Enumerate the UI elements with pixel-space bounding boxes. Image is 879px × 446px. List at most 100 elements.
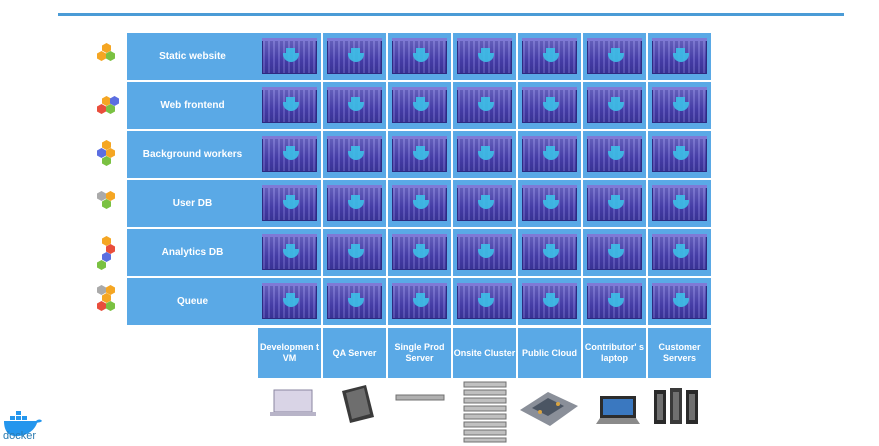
matrix-cell [518, 131, 581, 178]
shipping-container-icon [457, 234, 512, 270]
shipping-container-icon [652, 283, 707, 319]
row-label-user-db: User DB [127, 180, 258, 227]
matrix-row: Web frontend [127, 82, 711, 129]
shipping-container-icon [457, 136, 512, 172]
matrix-cell [388, 82, 451, 129]
matrix-cell [388, 278, 451, 325]
matrix-cell [648, 82, 711, 129]
shipping-container-icon [327, 185, 382, 221]
matrix-cell [648, 33, 711, 80]
shipping-container-icon [262, 38, 317, 74]
hexagon-cluster-icon [94, 236, 124, 270]
matrix-row: Static website [127, 33, 711, 80]
shipping-container-icon [262, 283, 317, 319]
matrix-cell [453, 229, 516, 276]
matrix-cell [258, 82, 321, 129]
shipping-container-icon [262, 136, 317, 172]
shipping-container-icon [652, 87, 707, 123]
matrix-cell [648, 278, 711, 325]
shipping-container-icon [457, 87, 512, 123]
shipping-container-icon [327, 283, 382, 319]
shipping-container-icon [327, 38, 382, 74]
matrix-cell [323, 33, 386, 80]
shipping-container-icon [587, 87, 642, 123]
laptop-icon [270, 389, 316, 416]
matrix-cell [583, 180, 646, 227]
matrix-cell [583, 229, 646, 276]
matrix-cell [388, 229, 451, 276]
matrix-cell [323, 278, 386, 325]
matrix-cell [323, 82, 386, 129]
matrix-cell [583, 33, 646, 80]
shipping-container-icon [652, 185, 707, 221]
shipping-container-icon [587, 136, 642, 172]
env-development-vm: Developmen t VM [258, 328, 321, 378]
top-rule [58, 13, 844, 16]
matrix-cell [453, 33, 516, 80]
shipping-container-icon [392, 185, 447, 221]
matrix-cell [518, 33, 581, 80]
shipping-container-icon [652, 38, 707, 74]
row-label-background-workers: Background workers [127, 131, 258, 178]
shipping-container-icon [392, 234, 447, 270]
matrix-row: Queue [127, 278, 711, 325]
shipping-container-icon [522, 87, 577, 123]
shipping-container-icon [587, 283, 642, 319]
env-public-cloud: Public Cloud [518, 328, 581, 378]
shipping-container-icon [522, 136, 577, 172]
matrix-cell [258, 278, 321, 325]
env-contributors-laptop: Contributor' s laptop [583, 328, 646, 378]
hexagon-cluster-icon [94, 140, 124, 174]
matrix-cell [453, 180, 516, 227]
env-customer-servers: Customer Servers [648, 328, 711, 378]
docker-logo-text: docker [3, 430, 37, 442]
env-single-prod-server: Single Prod Server [388, 328, 451, 378]
matrix-cell [583, 131, 646, 178]
matrix-cell [453, 131, 516, 178]
matrix-row: Analytics DB [127, 229, 711, 276]
motherboard-icon [520, 392, 578, 426]
env-qa-server: QA Server [323, 328, 386, 378]
docker-whale-icon [4, 411, 42, 437]
matrix-cell [583, 278, 646, 325]
matrix-cell [518, 278, 581, 325]
row-label-static-website: Static website [127, 33, 258, 80]
cluster-icon [463, 381, 507, 443]
matrix-cell [453, 278, 516, 325]
shipping-container-icon [262, 185, 317, 221]
matrix-cell [518, 229, 581, 276]
shipping-container-icon [587, 234, 642, 270]
shipping-container-icon [522, 234, 577, 270]
shipping-container-icon [327, 234, 382, 270]
shipping-container-icon [392, 87, 447, 123]
hexagon-cluster-icon [94, 96, 124, 130]
matrix-cell [518, 180, 581, 227]
server-icon [654, 388, 698, 424]
shipping-container-icon [327, 136, 382, 172]
matrix-cell [258, 33, 321, 80]
matrix-cell [258, 131, 321, 178]
laptop-icon [596, 396, 640, 424]
matrix-cell [258, 229, 321, 276]
matrix-cell [583, 82, 646, 129]
hexagon-cluster-icon [94, 285, 124, 319]
shipping-container-icon [652, 136, 707, 172]
matrix-cell [518, 82, 581, 129]
shipping-container-icon [652, 234, 707, 270]
matrix-cell [323, 131, 386, 178]
shipping-container-icon [522, 283, 577, 319]
shipping-container-icon [457, 185, 512, 221]
hexagon-cluster-icon [94, 43, 124, 77]
shipping-container-icon [522, 185, 577, 221]
shipping-container-icon [392, 283, 447, 319]
matrix-row: User DB [127, 180, 711, 227]
matrix-cell [453, 82, 516, 129]
matrix-row: Background workers [127, 131, 711, 178]
shipping-container-icon [587, 38, 642, 74]
matrix-cell [323, 229, 386, 276]
matrix-cell [388, 180, 451, 227]
matrix-cell [648, 180, 711, 227]
hexagon-cluster-icon [94, 191, 124, 225]
row-label-web-frontend: Web frontend [127, 82, 258, 129]
shipping-container-icon [327, 87, 382, 123]
